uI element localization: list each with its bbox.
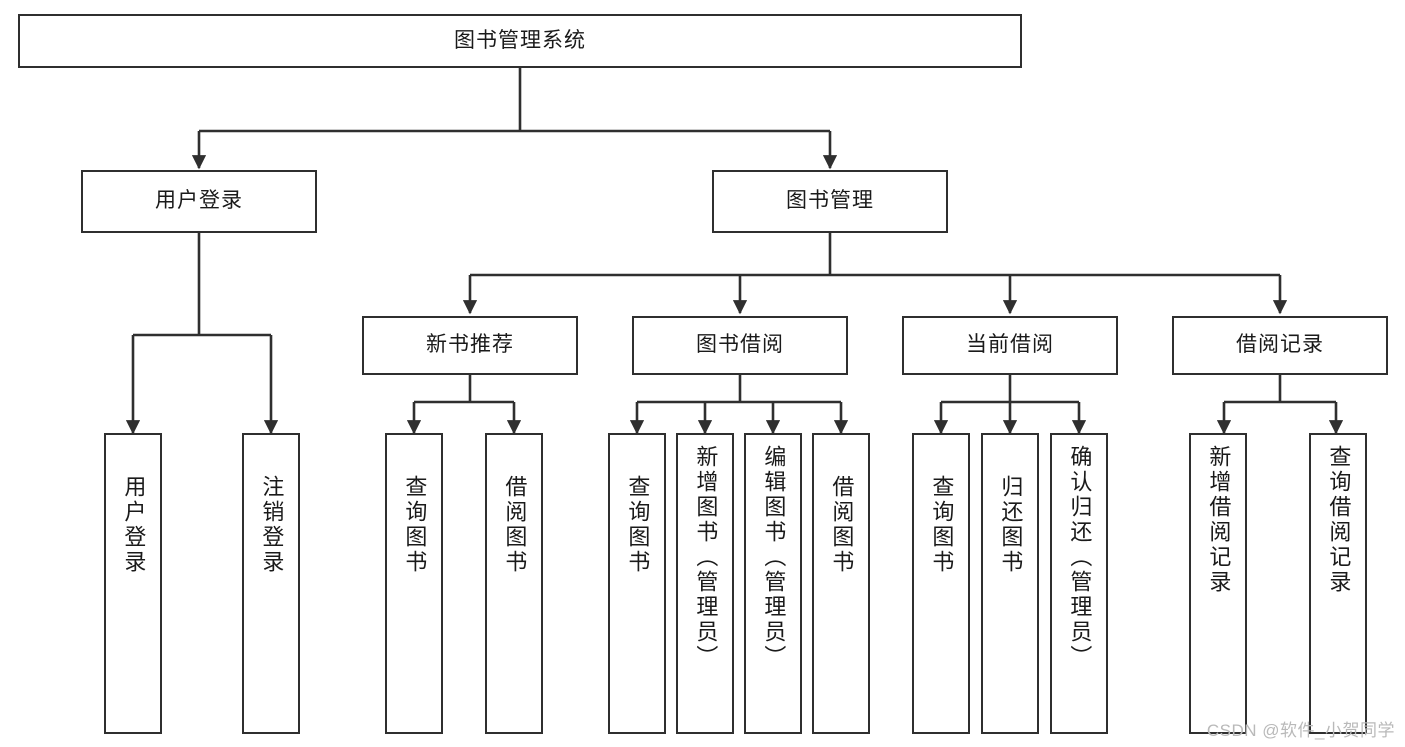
node-user-login[interactable]: 用户登录: [81, 170, 317, 233]
node-book-borrowing[interactable]: 图书借阅: [632, 316, 848, 375]
leaf-query-book-borrow[interactable]: 查询图书: [608, 433, 666, 734]
csdn-watermark: CSDN @软件_小贺同学: [1206, 721, 1395, 740]
leaf-confirm-return-admin[interactable]: 确认归还（管理员）: [1050, 433, 1108, 734]
node-current-borrowing[interactable]: 当前借阅: [902, 316, 1118, 375]
node-new-book-recommendation[interactable]: 新书推荐: [362, 316, 578, 375]
node-label: 用户登录: [155, 189, 243, 213]
node-label: 新书推荐: [426, 333, 514, 357]
node-label: 查询图书: [929, 475, 955, 575]
node-label: 借阅记录: [1236, 333, 1324, 357]
node-label: 图书管理: [786, 189, 874, 213]
leaf-logout[interactable]: 注销登录: [242, 433, 300, 734]
node-root-book-management-system[interactable]: 图书管理系统: [18, 14, 1022, 68]
node-book-management[interactable]: 图书管理: [712, 170, 948, 233]
node-label: 借阅图书: [829, 475, 855, 575]
leaf-borrow-book[interactable]: 借阅图书: [812, 433, 870, 734]
leaf-query-book-current[interactable]: 查询图书: [912, 433, 970, 734]
node-label: 归还图书: [998, 475, 1024, 575]
node-label: 确认归还（管理员）: [1067, 445, 1093, 670]
leaf-query-book-recommend[interactable]: 查询图书: [385, 433, 443, 734]
node-label: 图书管理系统: [454, 28, 586, 52]
node-label: 用户登录: [121, 475, 147, 575]
leaf-user-login[interactable]: 用户登录: [104, 433, 162, 734]
leaf-return-book[interactable]: 归还图书: [981, 433, 1039, 734]
node-label: 借阅图书: [502, 475, 528, 575]
node-label: 查询图书: [625, 475, 651, 575]
leaf-edit-book-admin[interactable]: 编辑图书（管理员）: [744, 433, 802, 734]
node-label: 当前借阅: [966, 333, 1054, 357]
leaf-add-borrow-record[interactable]: 新增借阅记录: [1189, 433, 1247, 734]
node-label: 查询图书: [402, 475, 428, 575]
node-borrowing-record[interactable]: 借阅记录: [1172, 316, 1388, 375]
node-label: 图书借阅: [696, 333, 784, 357]
node-label: 查询借阅记录: [1326, 445, 1352, 595]
node-label: 新增图书（管理员）: [693, 445, 719, 670]
node-label: 编辑图书（管理员）: [761, 445, 787, 670]
node-label: 新增借阅记录: [1206, 445, 1232, 595]
leaf-add-book-admin[interactable]: 新增图书（管理员）: [676, 433, 734, 734]
leaf-query-borrow-record[interactable]: 查询借阅记录: [1309, 433, 1367, 734]
node-label: 注销登录: [259, 475, 285, 575]
leaf-borrow-book-recommend[interactable]: 借阅图书: [485, 433, 543, 734]
